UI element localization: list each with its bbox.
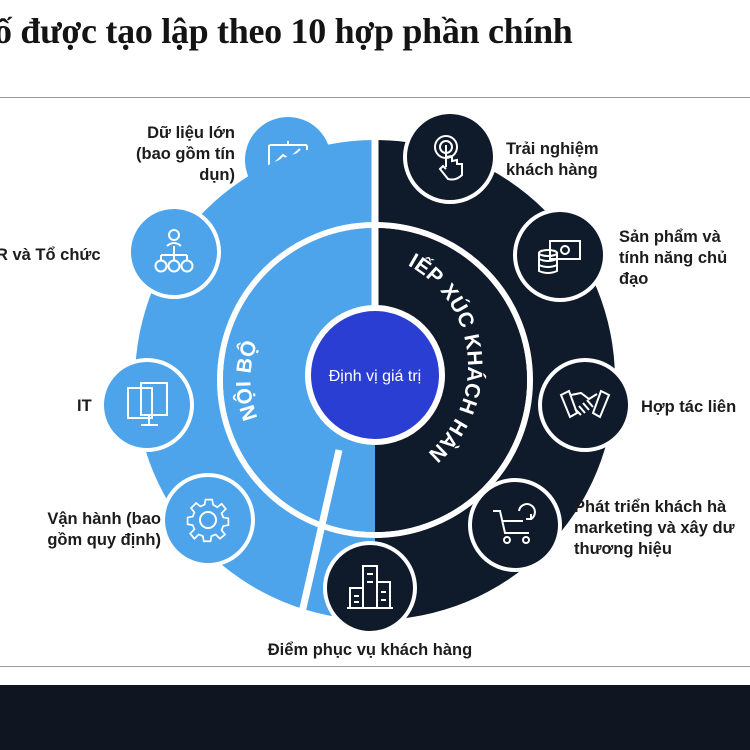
touch-hand-icon <box>434 135 463 181</box>
satellite-marketing <box>468 478 562 572</box>
page-title: ố được tạo lập theo 10 hợp phần chính <box>0 11 573 51</box>
org-chart-icon <box>154 229 194 273</box>
satellite-products <box>513 208 607 302</box>
computer-monitor-icon <box>127 382 168 426</box>
center-label: Định vị giá trị <box>329 368 421 385</box>
satellite-operations <box>161 473 255 567</box>
shopping-cart-icon <box>493 503 536 544</box>
satellite-it <box>100 358 194 452</box>
bottom-bar <box>0 685 750 750</box>
label-service-points: Điểm phục vụ khách hàng <box>267 641 473 659</box>
gear-icon <box>186 498 230 543</box>
satellite-service-points <box>323 541 417 635</box>
satellite-partnership <box>538 358 632 452</box>
panel-frame <box>0 97 750 667</box>
label-partnership: Hợp tác liên <box>641 398 737 416</box>
label-hr: R và Tổ chức <box>0 246 101 264</box>
label-it: IT <box>77 397 92 415</box>
center-circle <box>311 311 439 439</box>
satellite-customer-experience <box>403 110 497 204</box>
money-coins-icon <box>538 240 581 274</box>
handshake-icon <box>559 389 611 419</box>
building-icon <box>347 565 393 609</box>
satellite-hr <box>127 205 221 299</box>
